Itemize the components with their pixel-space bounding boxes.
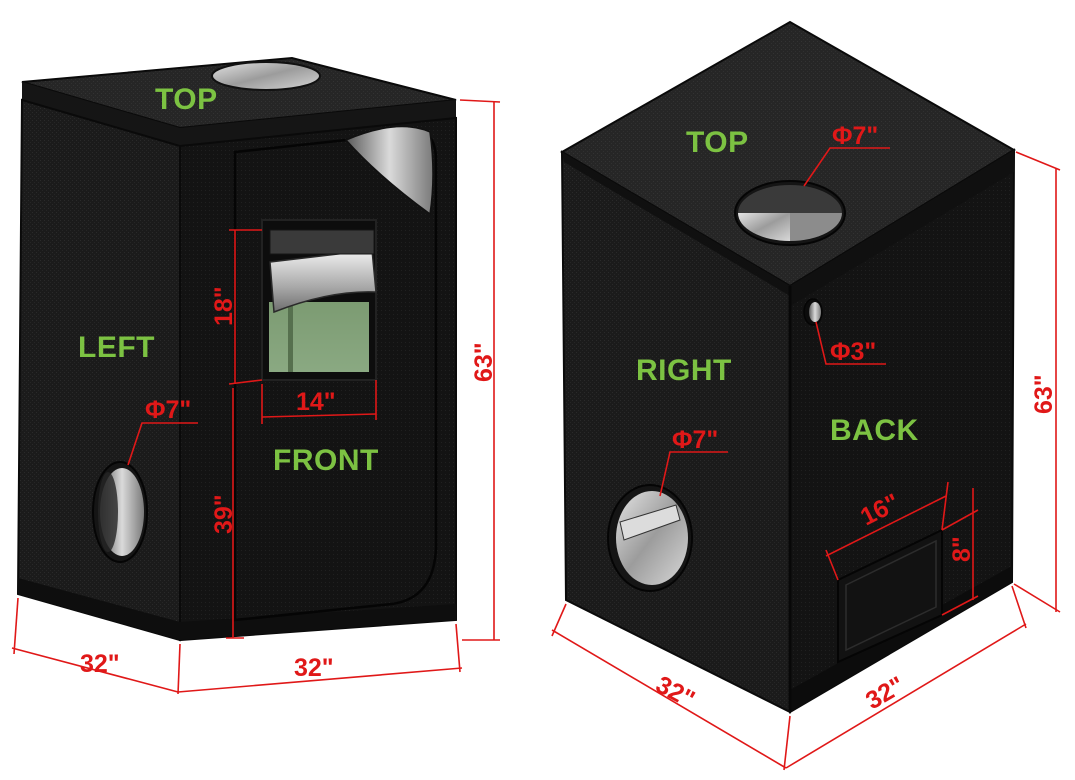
right-tent-back-label: BACK [830, 414, 919, 447]
left-tent-top-port [211, 61, 321, 91]
left-tent-top-rim-front [180, 100, 456, 146]
left-tent-window-width-text: 14" [296, 388, 336, 416]
left-tent-door-height-text: 39" [210, 494, 238, 534]
right-tent-vent-height-text: 8" [948, 536, 976, 562]
right-tent-seam-back [790, 150, 1014, 306]
left-tent-dim-side-port: Φ7" [127, 396, 198, 466]
right-tent-width-text: 32" [861, 671, 909, 715]
left-tent-width-text: 32" [294, 654, 334, 682]
left-tent-height-text: 63" [470, 342, 498, 382]
right-tent-side-port-text: Φ7" [672, 426, 718, 454]
left-tent-dim-depth: 32" [11, 597, 181, 695]
right-tent-dim-side-port: Φ7" [659, 426, 728, 497]
left-tent-window-flap [269, 249, 377, 314]
right-tent-small-port [803, 298, 823, 326]
left-tent-side-port [92, 461, 148, 563]
right-tent-height-text: 63" [1030, 374, 1058, 414]
left-tent-front-label: FRONT [273, 444, 379, 477]
left-tent-window [261, 219, 377, 381]
left-tent-window-flap-strip [269, 229, 375, 255]
right-tent-dim-small-port: Φ3" [815, 321, 886, 366]
right-tent-bottom-band [790, 566, 1012, 712]
left-tent-dim-window-width: 14" [261, 380, 377, 424]
left-tent-side-port-text: Φ7" [145, 396, 191, 424]
right-tent-small-port-text: Φ3" [830, 338, 876, 366]
right-tent: TOP RIGHT BACK Φ7" Φ3" Φ7" 16" [551, 20, 1061, 771]
right-tent-top-label: TOP [686, 126, 749, 159]
right-tent-seam-right [562, 152, 790, 296]
right-tent-dim-vent-height: 8" [941, 488, 979, 616]
left-tent-top-label: TOP [155, 83, 218, 116]
right-tent-right-label: RIGHT [636, 354, 732, 387]
right-tent-side-port [607, 484, 693, 592]
right-tent-top-port [734, 180, 846, 246]
left-tent-left-label: LEFT [78, 331, 155, 364]
left-tent-dim-door-height: 39" [210, 388, 244, 639]
left-tent: TOP LEFT FRONT 18" 14" 39" Φ7" [11, 56, 501, 695]
right-tent-dim-top-port: Φ7" [803, 122, 890, 187]
right-tent-depth-text: 32" [651, 671, 699, 714]
left-tent-top-rim [22, 82, 180, 146]
right-tent-dim-height: 63" [1013, 151, 1061, 613]
left-tent-dim-width: 32" [177, 623, 463, 693]
left-tent-bottom-band-left [18, 578, 180, 640]
left-tent-dim-height: 63" [459, 99, 501, 641]
left-tent-left-face [16, 98, 181, 642]
left-tent-window-mesh-divider [288, 302, 293, 372]
left-tent-door-corner-lining [344, 125, 434, 216]
left-tent-dim-window-height: 18" [210, 229, 263, 385]
left-tent-window-mesh [269, 302, 369, 372]
left-tent-depth-text: 32" [80, 650, 120, 678]
right-tent-top-port-text: Φ7" [832, 122, 878, 150]
left-tent-window-height-text: 18" [210, 286, 238, 326]
left-tent-bottom-band-front [180, 604, 456, 640]
